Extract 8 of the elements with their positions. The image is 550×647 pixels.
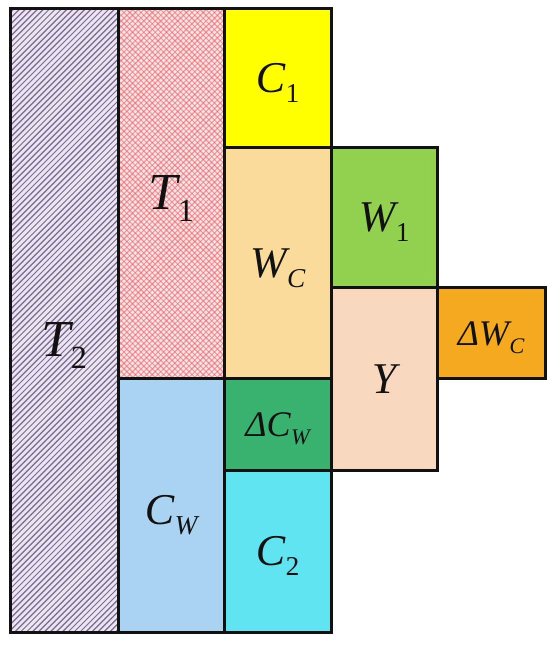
math-label: C$_{2}$	[256, 529, 300, 573]
math-label: ΔC$_{W}$	[245, 406, 310, 442]
math-label: T$_{1}$	[148, 167, 194, 219]
math-label: C$_{W}$	[144, 488, 198, 532]
hatched-block	[8, 6, 120, 634]
math-label: C$_{1}$	[256, 56, 300, 100]
math-label: T$_{2}$	[41, 314, 87, 366]
math-label: W$_{1}$	[358, 195, 410, 239]
